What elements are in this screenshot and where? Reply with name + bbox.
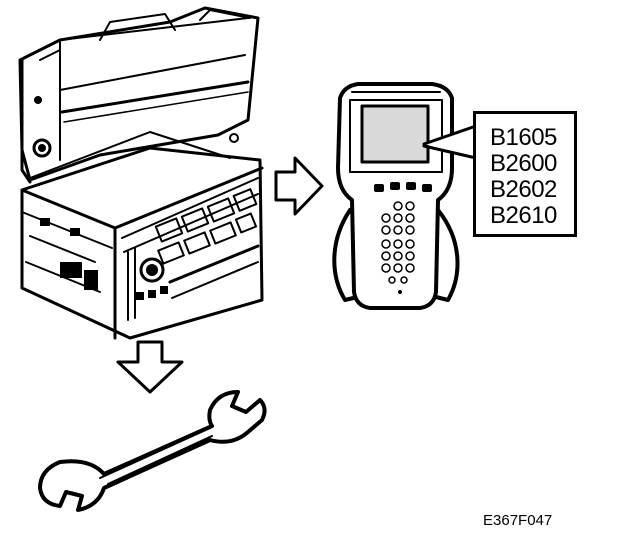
- figure-id: E367F047: [483, 512, 553, 529]
- scan-tool-icon: [332, 82, 478, 310]
- car-radio-units-icon: [18, 6, 264, 340]
- dtc-code: B1605: [490, 124, 557, 151]
- dtc-code: B2602: [490, 176, 557, 203]
- dtc-code-box: B1605 B2600 B2602 B2610: [473, 111, 577, 237]
- dtc-code: B2610: [490, 202, 557, 229]
- wrench-icon: [38, 390, 267, 512]
- arrow-down-icon: [116, 340, 184, 394]
- arrow-right-icon: [274, 156, 324, 216]
- dtc-code: B2600: [490, 150, 557, 177]
